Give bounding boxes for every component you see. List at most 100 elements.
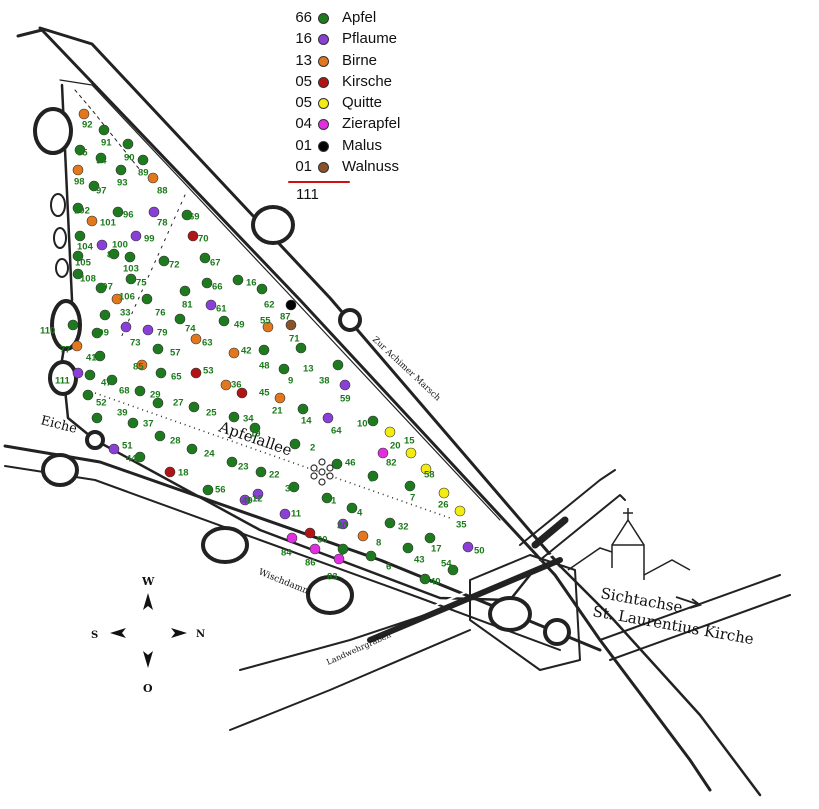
tree-dot — [136, 359, 148, 371]
tree-number: 90 — [124, 153, 135, 164]
tree-dot — [108, 443, 120, 455]
tree-number: 30 — [337, 521, 348, 532]
tree-dot — [218, 315, 230, 327]
tree-pflaume: 12 — [252, 488, 264, 505]
tree-birne: 21 — [272, 392, 286, 417]
tree-apfel: 93 — [115, 164, 128, 189]
tree-number: 82 — [386, 458, 397, 469]
tree-number: 84 — [281, 548, 292, 559]
tree-number: 92 — [82, 120, 93, 131]
tree-number: 97 — [96, 186, 107, 197]
tree-dot — [438, 487, 450, 499]
tree-dot — [249, 422, 261, 434]
tree-number: 43 — [414, 555, 425, 566]
tree-number: 12 — [252, 494, 263, 505]
legend-name: Birne — [342, 51, 378, 69]
tree-number: 16 — [246, 278, 257, 289]
tree-apfel: 65 — [155, 367, 182, 383]
tree-dot — [95, 152, 107, 164]
tree-number: 100 — [112, 240, 128, 251]
tree-dot — [220, 379, 232, 391]
compass-s: S — [91, 630, 98, 641]
tree-dot — [199, 252, 211, 264]
tree-number: 109 — [93, 328, 109, 339]
tree-number: 74 — [185, 324, 196, 335]
tree-apfel: 46 — [331, 458, 356, 470]
tree-dot — [297, 403, 309, 415]
tree-dot — [279, 508, 291, 520]
wischdamm-label: Wischdamm — [257, 568, 313, 598]
tree-number: 62 — [264, 300, 275, 311]
tree-dot — [91, 327, 103, 339]
tree-dot — [205, 299, 217, 311]
tree-dot — [190, 367, 202, 379]
tree-apfel: 4 — [346, 502, 363, 519]
tree-apfel: 7 — [404, 480, 416, 504]
tree-number: 80 — [107, 250, 118, 261]
tree-apfel: 14 — [297, 403, 312, 427]
tree-number: 37 — [143, 419, 154, 430]
tree-dot — [384, 426, 396, 438]
tree-number: 41 — [86, 353, 97, 364]
tree-dot — [367, 415, 379, 427]
legend-name: Apfel — [342, 9, 377, 26]
tree-dot — [141, 293, 153, 305]
tree-apfel: 97 — [88, 180, 107, 197]
tree-pflaume: 30 — [337, 518, 349, 532]
tree-number: 8 — [376, 538, 381, 549]
tree-apfel: 94 — [95, 152, 107, 167]
tree-apfel: 102 — [72, 202, 90, 217]
tree-dot — [88, 180, 100, 192]
tree-apfel: 5 — [337, 543, 349, 559]
tree-number: 75 — [136, 278, 147, 289]
tree-dot — [404, 480, 416, 492]
tree-pflaume: 79 — [142, 324, 168, 339]
tree-number: 35 — [456, 520, 467, 531]
compass-w: W — [141, 575, 155, 588]
tree-apfel: 33 — [99, 308, 131, 321]
tree-number: 47 — [101, 378, 112, 389]
tree-dot — [137, 154, 149, 166]
tree-number: 78 — [157, 218, 168, 229]
tree-dot — [289, 438, 301, 450]
tree-dot — [91, 412, 103, 424]
tree-dot — [285, 319, 297, 331]
tree-pflaume: 99 — [130, 230, 155, 245]
tree-birne: 36 — [220, 379, 242, 391]
tree-number: 27 — [173, 398, 184, 409]
tree-birne: 101 — [86, 215, 117, 229]
tree-apfel: 17 — [424, 532, 442, 555]
tree-apfel: 19 — [249, 422, 261, 440]
tree-apfel: 81 — [179, 285, 193, 311]
tree-quitte: 58 — [420, 463, 435, 481]
tree-number: 56 — [215, 485, 226, 496]
tree-number: 83 — [327, 572, 338, 583]
tree-dot — [142, 324, 154, 336]
legend-dot — [318, 162, 329, 174]
tree-apfel: 54 — [441, 559, 459, 576]
tree-number: 42 — [241, 346, 252, 357]
tree-birne: 63 — [190, 333, 213, 349]
tree-number: 108 — [80, 274, 96, 285]
tree-dot — [84, 369, 96, 381]
tree-apfel: 52 — [82, 389, 107, 409]
tree-number: 55 — [260, 316, 271, 327]
tree-dot — [322, 412, 334, 424]
tree-number: 34 — [243, 414, 254, 425]
tree-number: 102 — [74, 206, 90, 217]
tree-pflaume: 11 — [279, 508, 302, 520]
tree-kirsche: 18 — [164, 466, 189, 479]
tree-pflaume: 49 — [239, 494, 253, 507]
tree-quitte: 15 — [404, 436, 417, 459]
tree-apfel: 69 — [181, 209, 200, 223]
tree-dot — [304, 527, 316, 539]
tree-dot — [122, 138, 134, 150]
tree-malus: 87 — [280, 299, 297, 323]
tree-apfel: 6 — [365, 550, 391, 573]
tree-apfel: 48 — [258, 344, 270, 372]
tree-number: 49 — [242, 496, 253, 507]
tree-dot — [424, 532, 436, 544]
tree-dot — [112, 206, 124, 218]
tree-number: 71 — [289, 334, 300, 345]
